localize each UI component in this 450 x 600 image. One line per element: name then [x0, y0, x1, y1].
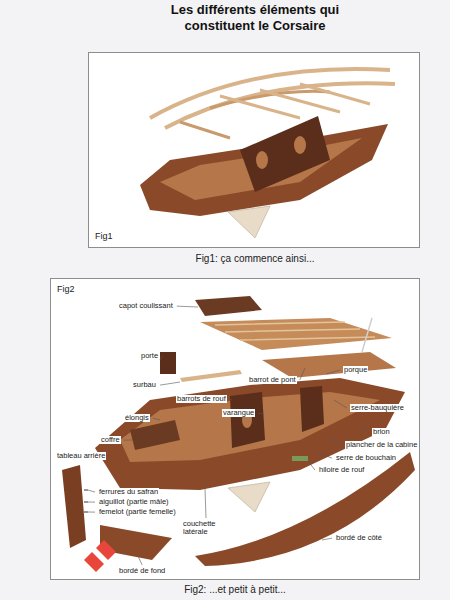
- side-plank: [195, 452, 415, 566]
- bulkhead: [240, 116, 330, 192]
- part-label: couchette latérale: [182, 520, 230, 537]
- fig2-boat: [62, 296, 415, 566]
- part-label: barrots de rouf: [176, 395, 227, 403]
- part-label: serre de bouchain: [335, 454, 397, 462]
- keel: [228, 482, 270, 512]
- watermark-marks: [84, 540, 116, 572]
- figure-panel: Fig1: [88, 52, 420, 248]
- figure-ground: [88, 52, 420, 248]
- leader-line: [300, 368, 305, 380]
- part-label: varangue: [222, 409, 255, 417]
- bulkhead: [230, 392, 265, 448]
- part-label: brion: [372, 428, 391, 436]
- part-label: coffre: [100, 436, 121, 444]
- figure-caption: Fig1: ça commence ainsi...: [196, 253, 315, 264]
- part-label: hiloire de rouf: [318, 466, 365, 474]
- page-title: Les différents éléments qui constituent …: [140, 2, 370, 35]
- figure-caption: Fig2: ...et petit à petit...: [184, 584, 286, 595]
- transom: [62, 465, 86, 548]
- locker: [130, 420, 180, 450]
- leader-line: [322, 538, 332, 540]
- deck-beam: [180, 122, 230, 138]
- bulkhead-opening: [294, 136, 306, 154]
- deck-beam: [150, 69, 390, 118]
- fore-deck: [262, 352, 396, 378]
- stanchion: [362, 318, 372, 352]
- leader-line: [88, 502, 95, 503]
- part-label: tableau arrière: [56, 452, 106, 460]
- deck-beam: [300, 84, 370, 104]
- leader-line: [358, 424, 369, 432]
- leader-line: [177, 306, 198, 308]
- part-label: capot coulissant: [118, 302, 174, 310]
- part-label: surbau: [132, 381, 157, 389]
- leader-line: [230, 399, 232, 401]
- bulkhead: [300, 386, 324, 432]
- keel: [228, 206, 270, 238]
- bulkhead-opening: [256, 151, 268, 169]
- part-label: porte: [140, 352, 159, 360]
- red-mark: [84, 552, 104, 572]
- part-label: élongis: [124, 414, 150, 422]
- part-label: barrot de pont: [248, 376, 297, 384]
- leader-line: [88, 512, 95, 513]
- coaming-strip: [180, 370, 242, 382]
- figure-ground: [50, 278, 420, 580]
- figure-number: Fig1: [95, 231, 113, 241]
- part-label: porque: [343, 366, 368, 374]
- leader-line: [160, 356, 162, 360]
- leader-line: [138, 556, 142, 565]
- leader-line: [109, 456, 111, 457]
- part-label: bordé de côté: [335, 534, 383, 542]
- coaming-tube: [292, 456, 308, 461]
- door: [160, 352, 176, 374]
- rudder-fitting: [84, 490, 88, 512]
- red-mark: [96, 540, 116, 560]
- leader-lines: [88, 306, 369, 565]
- leader-line: [316, 452, 332, 458]
- fig1-boat: [140, 69, 395, 238]
- leader-line: [88, 490, 95, 492]
- roof-strip: [215, 322, 375, 340]
- leader-line: [205, 488, 206, 518]
- leader-line: [160, 382, 180, 385]
- deck-beam: [220, 96, 300, 118]
- leader-line: [153, 418, 160, 420]
- sliding-hatch: [195, 296, 262, 316]
- part-label: femelot (partie femelle): [98, 508, 177, 516]
- leader-line: [328, 438, 342, 445]
- hull: [95, 378, 405, 490]
- deck-beam: [165, 83, 395, 128]
- panel-grounds: [50, 52, 420, 580]
- hull-interior: [120, 392, 380, 462]
- leader-line: [258, 413, 264, 415]
- leader-line: [124, 440, 132, 441]
- cabin-roof: [200, 318, 392, 350]
- leader-line: [308, 461, 315, 470]
- part-label: serre-bauquière: [350, 404, 405, 412]
- part-label: bordé de fond: [118, 567, 166, 575]
- leader-line: [326, 370, 340, 374]
- part-label: plancher de la cabine: [345, 441, 418, 449]
- leader-line: [334, 400, 347, 408]
- figure-number: Fig2: [57, 284, 75, 294]
- part-label: ferrures du safran: [98, 488, 159, 496]
- part-label: aiguillot (partie mâle): [98, 498, 170, 506]
